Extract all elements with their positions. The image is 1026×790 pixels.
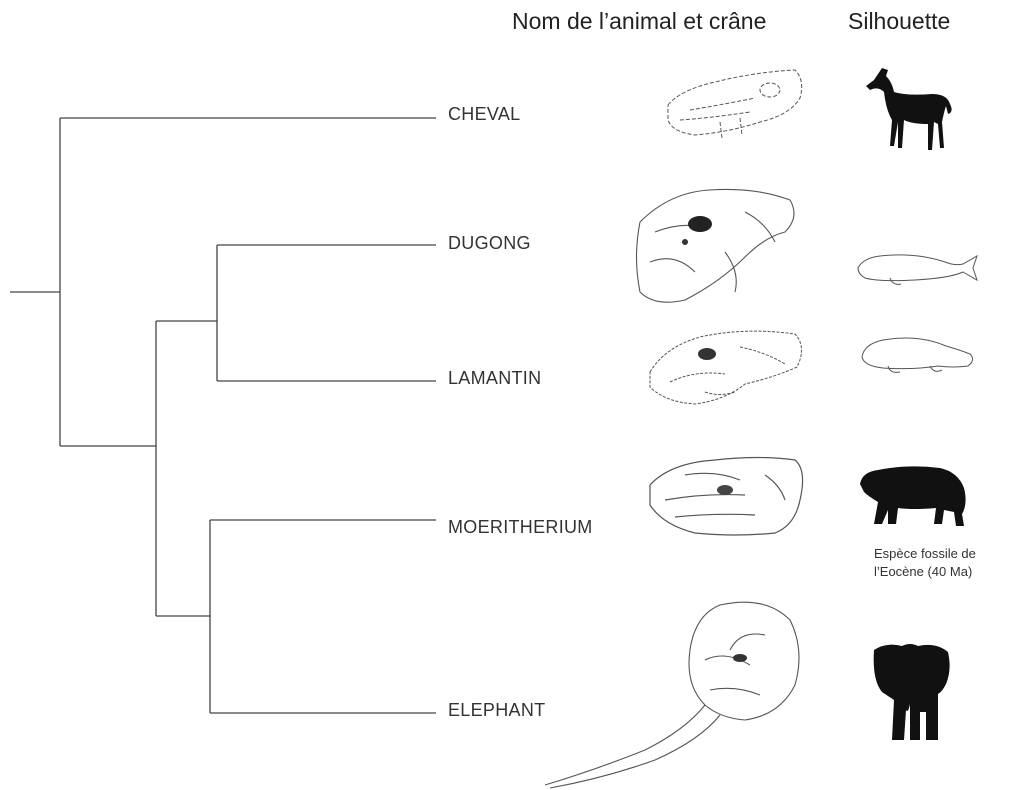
taxon-label-elephant: ELEPHANT (448, 700, 545, 721)
horse-skull-icon (660, 60, 810, 155)
dugong-skull-icon (625, 182, 805, 312)
taxon-label-lamantin: LAMANTIN (448, 368, 541, 389)
moeritherium-skull-icon (645, 445, 810, 540)
fossil-note-line2: l’Eocène (40 Ma) (874, 563, 976, 581)
taxon-label-moeritherium: MOERITHERIUM (448, 517, 593, 538)
dugong-silhouette-icon (855, 248, 980, 290)
taxon-label-dugong: DUGONG (448, 233, 531, 254)
elephant-skull-icon (535, 590, 820, 790)
horse-silhouette-icon (862, 62, 957, 154)
fossil-note-line1: Espèce fossile de (874, 545, 976, 563)
manatee-silhouette-icon (858, 332, 978, 377)
taxon-label-cheval: CHEVAL (448, 104, 521, 125)
manatee-skull-icon (645, 322, 810, 412)
elephant-silhouette-icon (866, 640, 954, 742)
moeritherium-silhouette-icon (858, 462, 968, 528)
fossil-note: Espèce fossile de l’Eocène (40 Ma) (874, 545, 976, 581)
